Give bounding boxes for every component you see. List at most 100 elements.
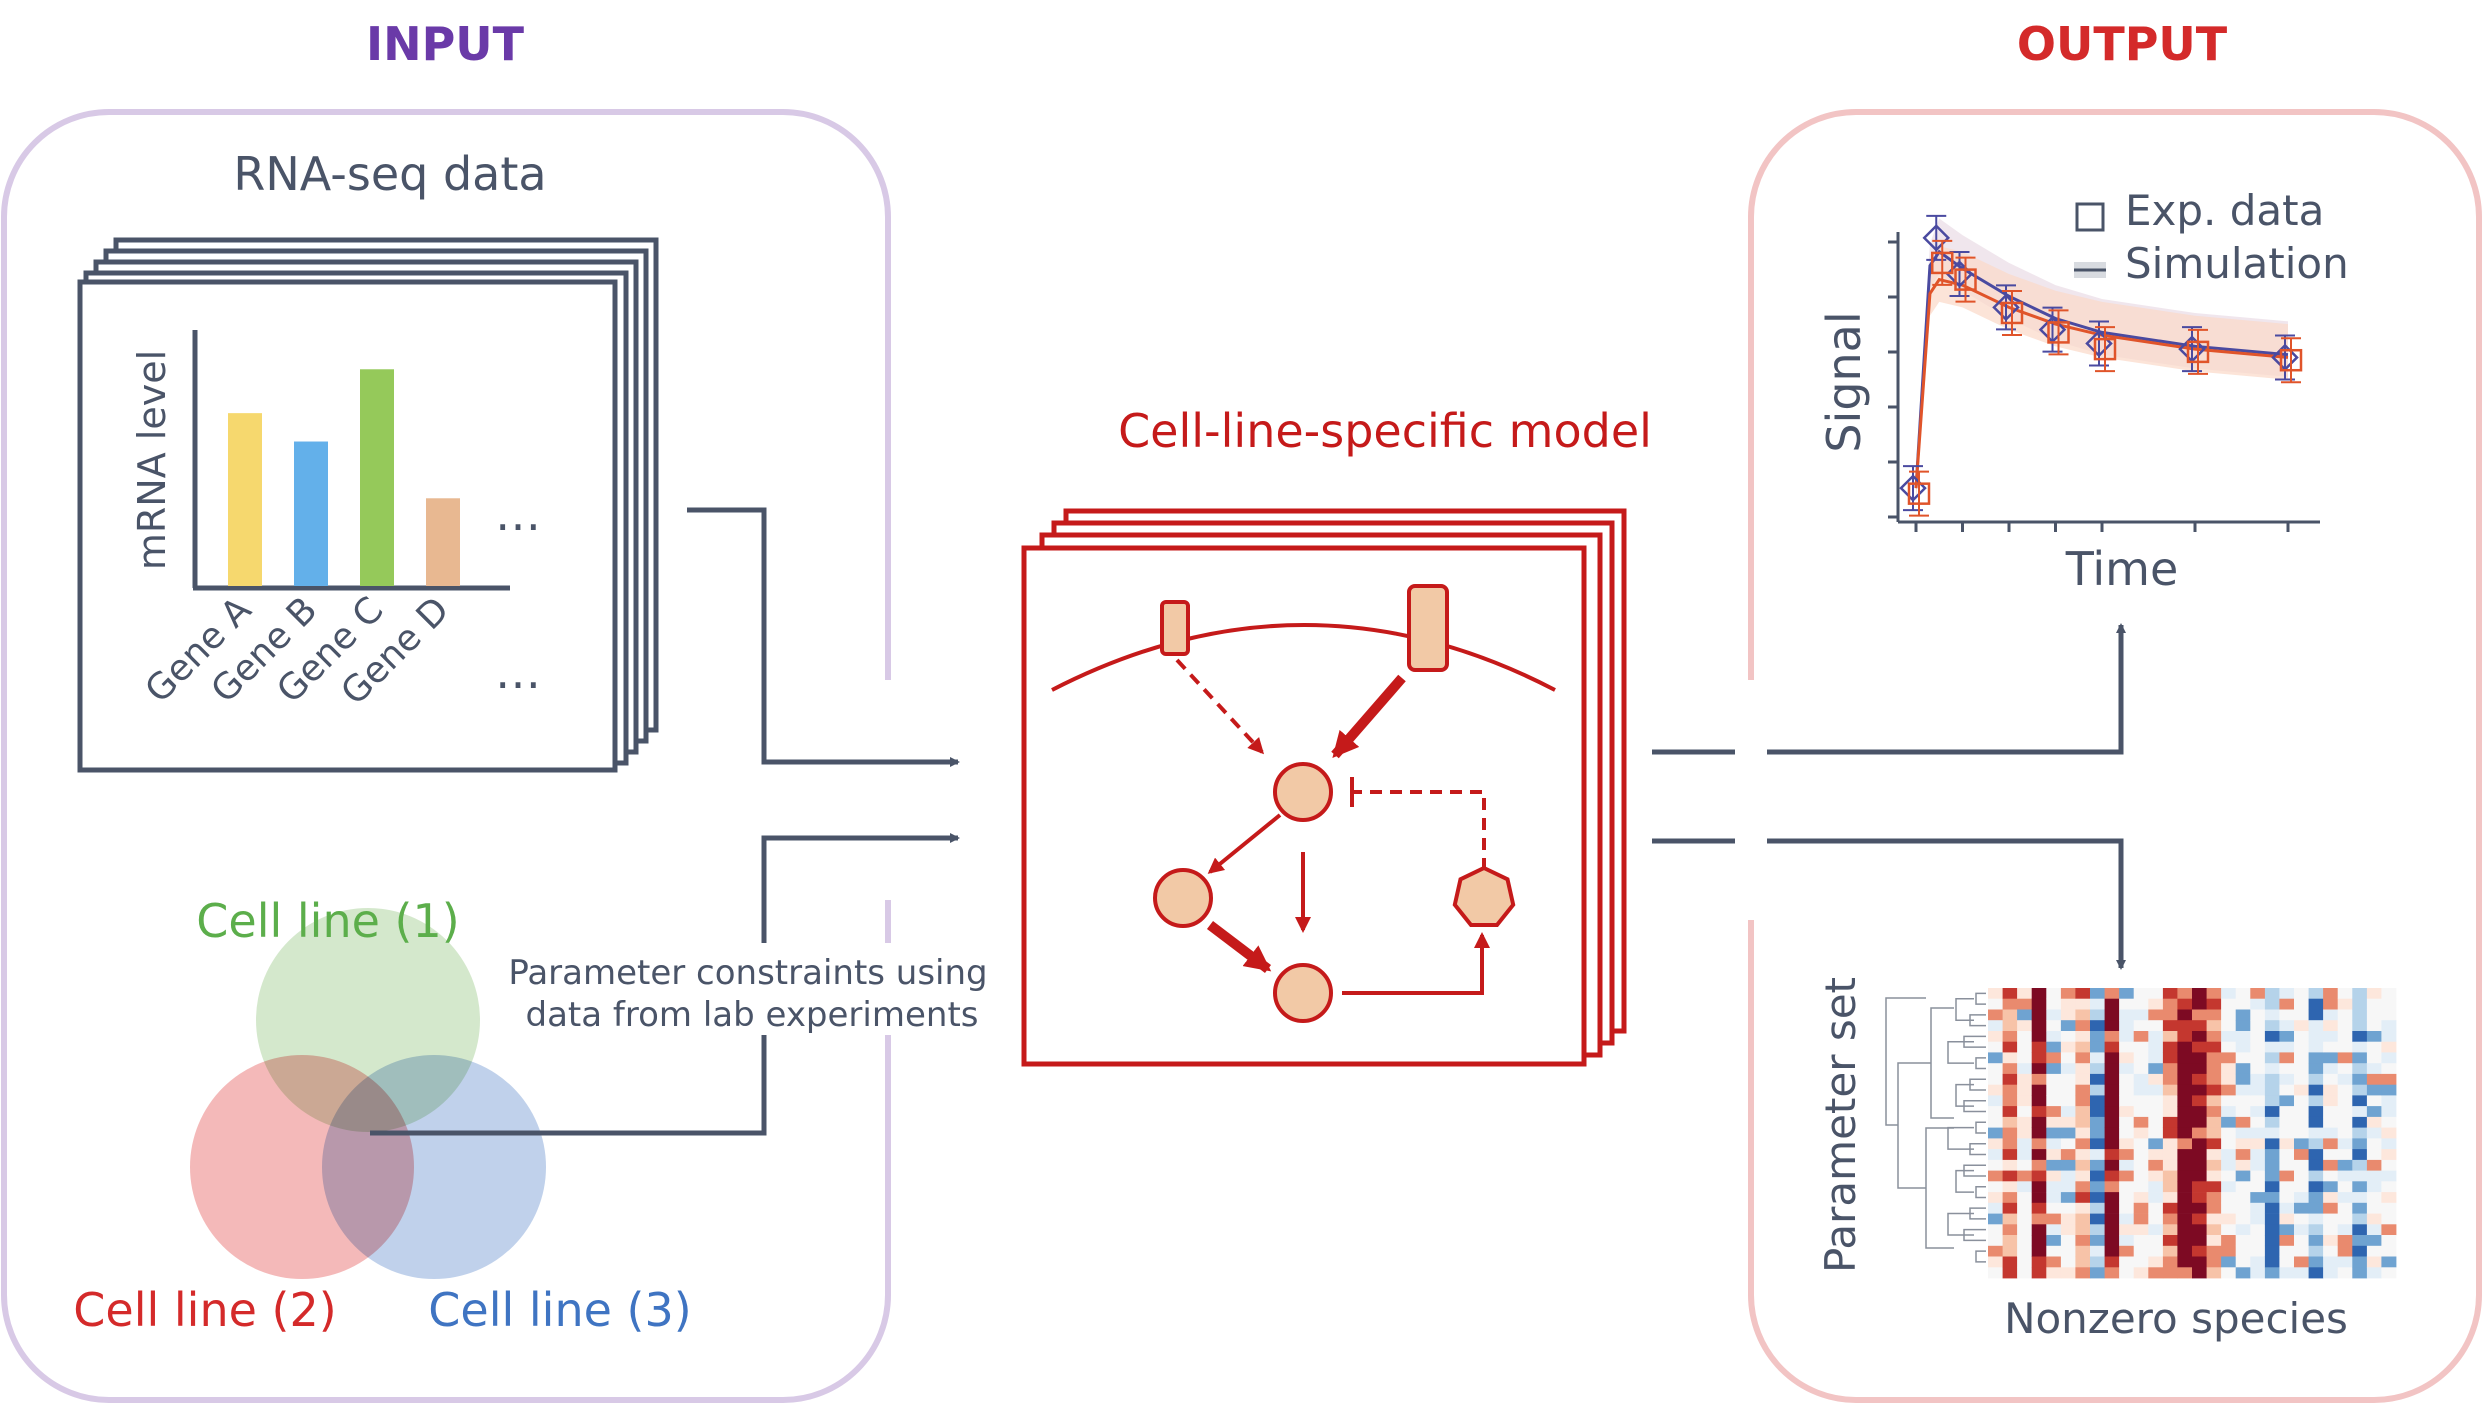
heatmap-cell xyxy=(2352,1256,2368,1268)
heatmap-cell xyxy=(2264,1256,2280,1268)
heatmap-cell xyxy=(2352,1235,2368,1247)
heatmap-cell xyxy=(2192,1181,2207,1193)
legend-exp-marker xyxy=(2075,202,2105,232)
heatmap-cell xyxy=(2264,1267,2280,1279)
venn-label-cell-line-3: Cell line (3) xyxy=(428,1283,691,1337)
heatmap-cell xyxy=(2017,1020,2033,1032)
heatmap-cell xyxy=(2279,1192,2295,1204)
heatmap-cell xyxy=(2002,1095,2018,1107)
heatmap-cell xyxy=(2177,1181,2193,1193)
heatmap-cell xyxy=(2002,1073,2018,1085)
heatmap-cell xyxy=(2104,1138,2120,1150)
heatmap-cell xyxy=(2162,1084,2178,1096)
heatmap-cell xyxy=(2162,1224,2178,1236)
heatmap-cell xyxy=(2002,1116,2018,1128)
heatmap-cell xyxy=(2264,1052,2280,1064)
heatmap-cell xyxy=(2060,1116,2076,1128)
heatmap-cell xyxy=(2279,1031,2295,1043)
heatmap-cell xyxy=(2031,1063,2047,1075)
heatmap-cell xyxy=(2235,1095,2251,1107)
heatmap-cell xyxy=(1988,1267,2003,1279)
heatmap-cell xyxy=(2090,1213,2105,1225)
heatmap-cell xyxy=(2366,1202,2382,1214)
heatmap-cell xyxy=(2235,1009,2251,1021)
heatmap-cell xyxy=(2162,1170,2178,1182)
heatmap-cell xyxy=(2264,998,2280,1010)
heatmap-cell xyxy=(2294,1235,2309,1247)
heatmap-cell xyxy=(2250,988,2266,1000)
heatmap-cell xyxy=(2308,1084,2324,1096)
heatmap-cell xyxy=(2192,1202,2207,1214)
heatmap-cell xyxy=(2148,1009,2164,1021)
heatmap-cell xyxy=(2046,1170,2062,1182)
receptor-large xyxy=(1407,584,1449,672)
heatmap-cell xyxy=(2308,1256,2324,1268)
heatmap-cell xyxy=(2177,1009,2193,1021)
heatmap-cell xyxy=(2352,1095,2368,1107)
heatmap-cell xyxy=(2366,1063,2382,1075)
signal-chart-xlabel: Time xyxy=(2065,542,2179,596)
heatmap-cell xyxy=(2133,1020,2149,1032)
heatmap-cell xyxy=(2192,1063,2207,1075)
edge-left-node-to-bottom-node xyxy=(1206,921,1272,973)
heatmap-cell xyxy=(2046,1095,2062,1107)
heatmap-cell xyxy=(2060,1041,2076,1053)
heatmap-cell xyxy=(2192,1020,2207,1032)
heatmap-cell xyxy=(2352,1031,2368,1043)
heatmap-cell xyxy=(2060,1031,2076,1043)
heatmap-cell xyxy=(2046,1149,2062,1161)
heatmap-cell xyxy=(2279,1116,2295,1128)
heatmap-cell xyxy=(2177,1149,2193,1161)
heatmap-cell xyxy=(2264,1170,2280,1182)
heatmap-cell xyxy=(2177,1095,2193,1107)
heatmap-cell xyxy=(2075,1031,2091,1043)
heatmap-cell xyxy=(2279,1213,2295,1225)
heatmap-cell xyxy=(2002,1213,2018,1225)
heatmap-cell xyxy=(2148,998,2164,1010)
heatmap-cell xyxy=(2104,1245,2120,1257)
heatmap-cell xyxy=(2119,1063,2135,1075)
heatmap-cell xyxy=(2090,1245,2105,1257)
heatmap-cell xyxy=(2235,1235,2251,1247)
heatmap-cell xyxy=(2090,1095,2105,1107)
constraints-label-line2: data from lab experiments xyxy=(526,995,979,1035)
bar-chart-ellipsis: … xyxy=(495,487,541,541)
heatmap-cell xyxy=(2206,1127,2222,1139)
heatmap-cell xyxy=(2031,1031,2047,1043)
heatmap-cell xyxy=(2046,998,2062,1010)
heatmap-cell xyxy=(2221,988,2237,1000)
heatmap-cell xyxy=(2250,1116,2266,1128)
heatmap-cell xyxy=(2264,1063,2280,1075)
heatmap-cell xyxy=(2046,1245,2062,1257)
heatmap-cell xyxy=(2250,1181,2266,1193)
heatmap-cell xyxy=(2119,1224,2135,1236)
heatmap-cell xyxy=(2075,1256,2091,1268)
heatmap-cell xyxy=(2017,1063,2033,1075)
heatmap-cell xyxy=(2148,1116,2164,1128)
heatmap-cell xyxy=(2192,1127,2207,1139)
heatmap-cell xyxy=(2264,1202,2280,1214)
heatmap-cell xyxy=(2017,1224,2033,1236)
heatmap-cell xyxy=(2031,1073,2047,1085)
heatmap-cell xyxy=(2279,1170,2295,1182)
heatmap-cell xyxy=(2090,1181,2105,1193)
output-panel-gap xyxy=(1735,680,1767,920)
heatmap-cell xyxy=(2017,1127,2033,1139)
heatmap-cell xyxy=(2192,988,2207,1000)
venn-label-cell-line-2: Cell line (2) xyxy=(73,1283,336,1337)
heatmap-cell xyxy=(2235,1149,2251,1161)
heatmap-cell xyxy=(2075,1159,2091,1171)
heatmap-cell xyxy=(2192,1159,2207,1171)
heatmap-cell xyxy=(2279,1267,2295,1279)
heatmap-cell xyxy=(2294,1256,2309,1268)
heatmap-cell xyxy=(2192,998,2207,1010)
heatmap-cell xyxy=(2031,1052,2047,1064)
heatmap-cell xyxy=(2323,1245,2339,1257)
heatmap-cell xyxy=(2308,988,2324,1000)
heatmap-cell xyxy=(2323,1063,2339,1075)
heatmap-cell xyxy=(2250,1213,2266,1225)
heatmap-cell xyxy=(2104,1020,2120,1032)
heatmap-cell xyxy=(2366,1267,2382,1279)
heatmap-cell xyxy=(2221,1245,2237,1257)
heatmap-cell xyxy=(2308,1052,2324,1064)
